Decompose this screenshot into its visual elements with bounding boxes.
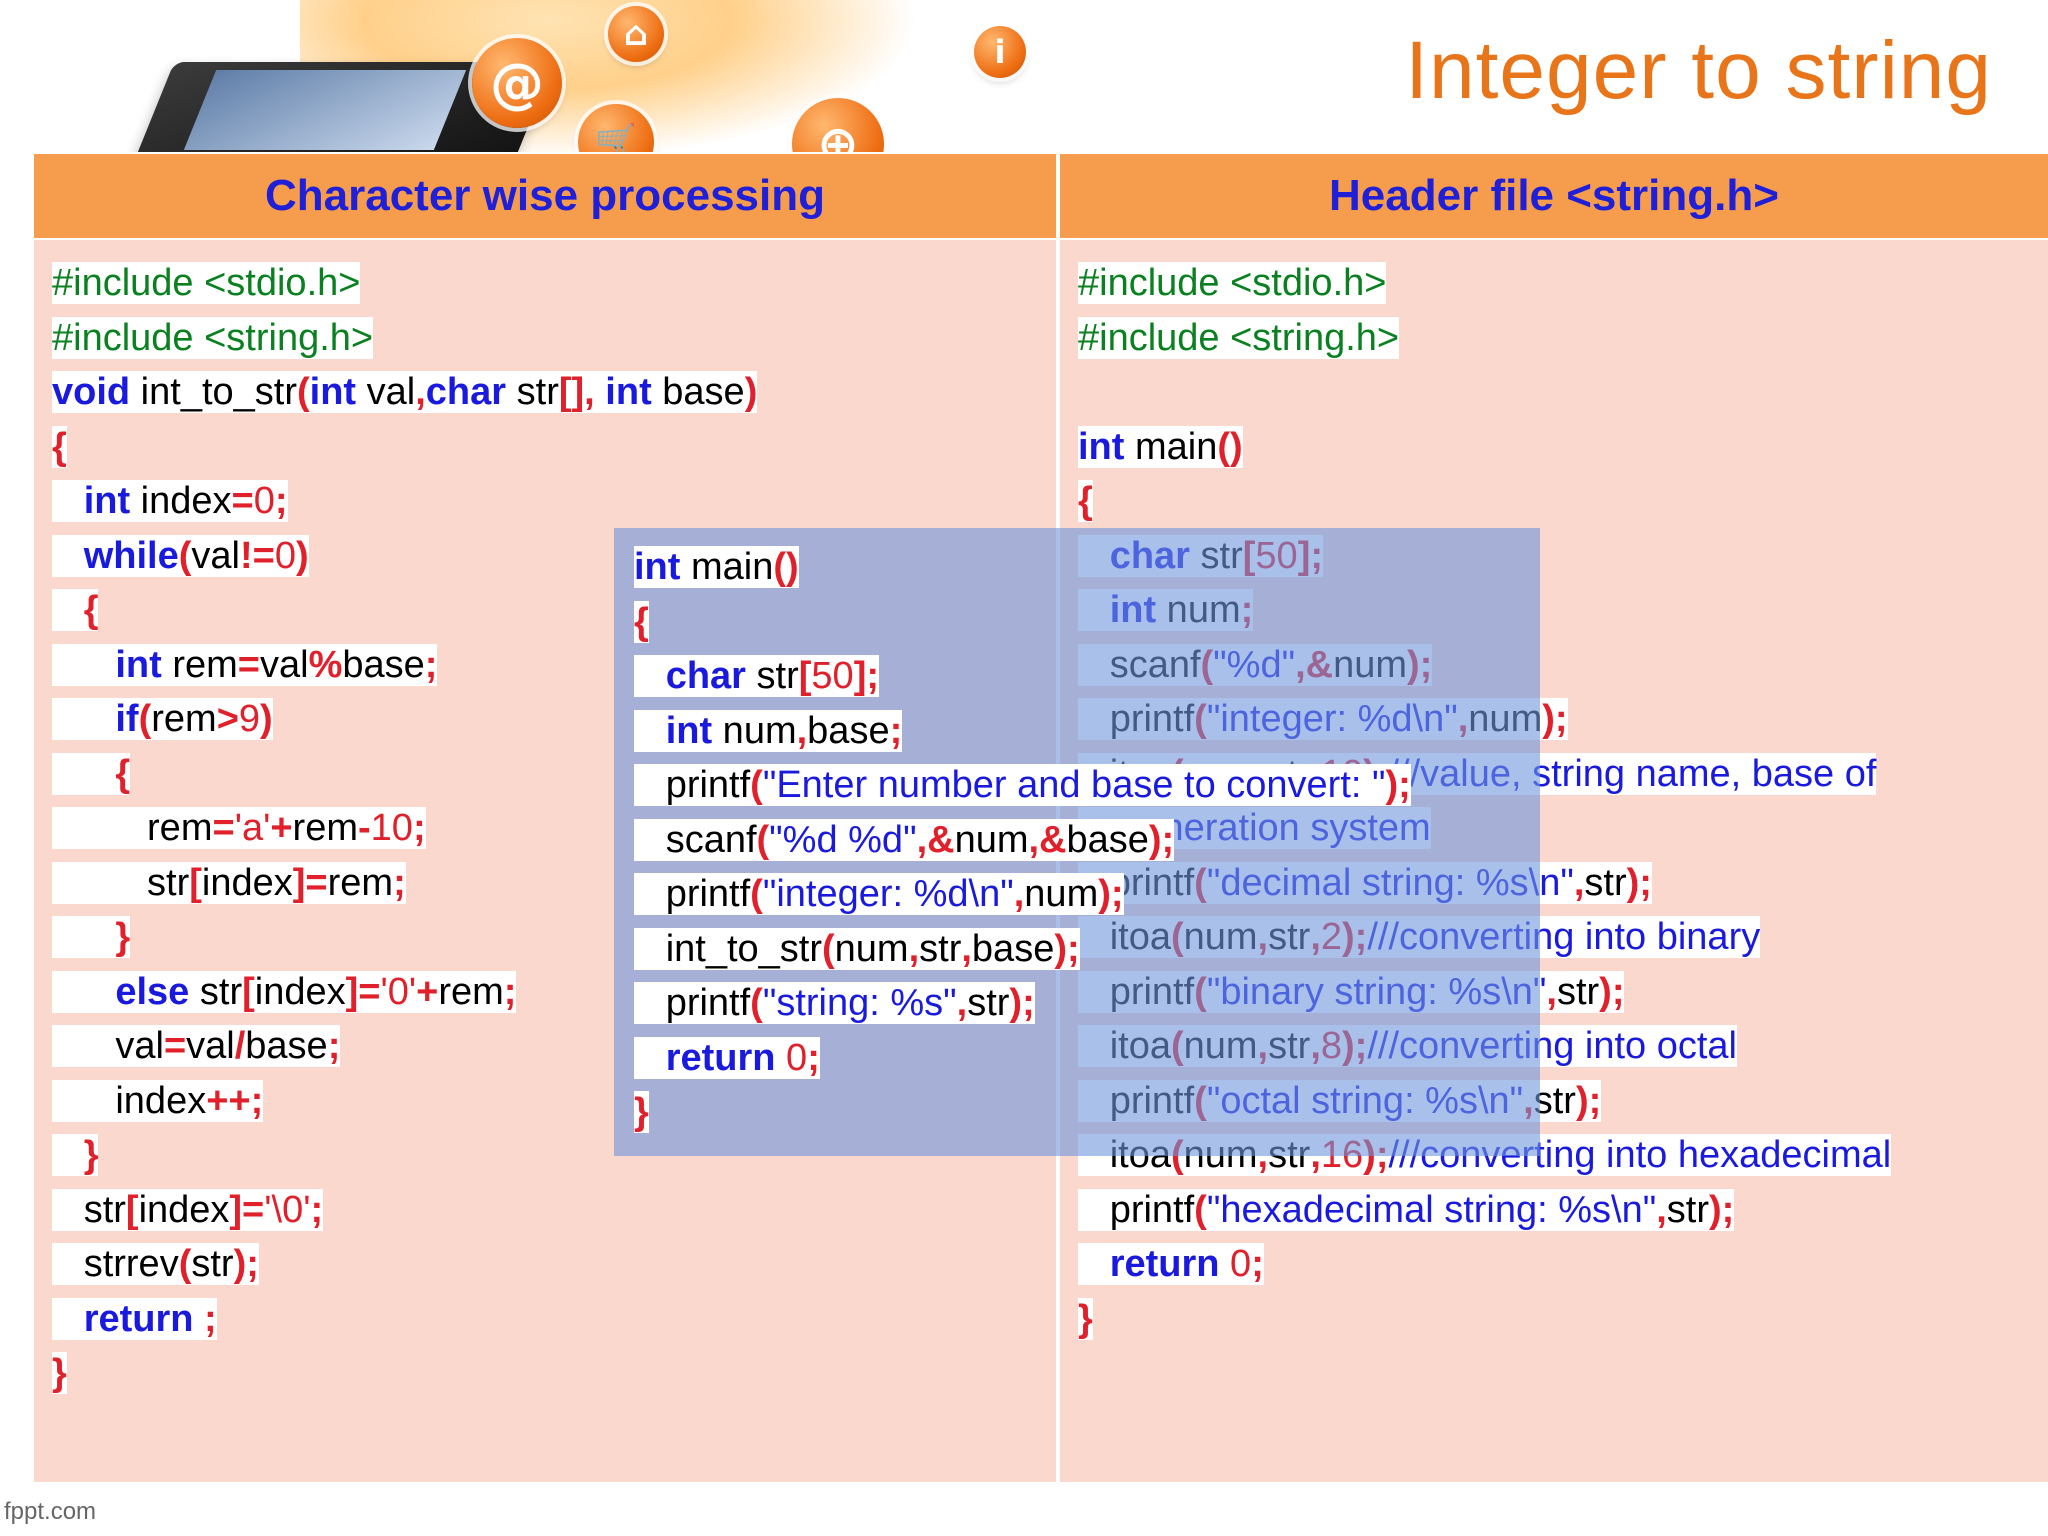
banner-graphic: @ ⌂ i 🛒 ⊕ (0, 0, 1150, 152)
footer-brand: fppt.com (4, 1498, 97, 1525)
code-block-left: #include <stdio.h> #include <string.h> v… (52, 262, 758, 1394)
info-icon: i (974, 26, 1026, 78)
header-left-label: Character wise processing (264, 171, 825, 220)
at-icon: @ (472, 38, 562, 128)
header-right-label: Header file <string.h> (1329, 171, 1779, 220)
laptop-screen (183, 70, 467, 150)
code-block-overlay: int main() { char str[50]; int num,base;… (634, 546, 1411, 1133)
header-right: Header file <string.h> (1060, 154, 2048, 238)
slide-title: Integer to string (1405, 25, 1992, 116)
header-left: Character wise processing (34, 154, 1056, 238)
home-icon: ⌂ (608, 6, 664, 62)
